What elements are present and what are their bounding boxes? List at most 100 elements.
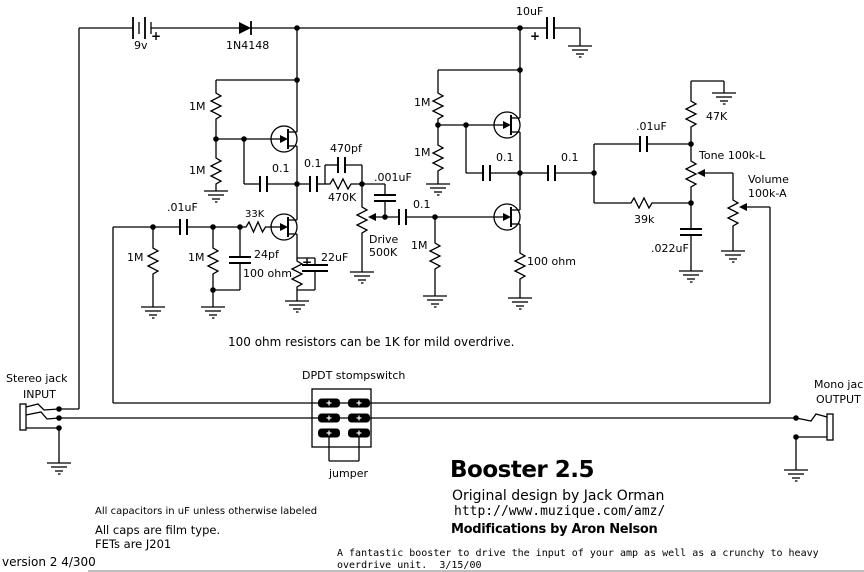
resistor-source2 [514, 249, 526, 283]
r-470k-label: 470K [328, 191, 357, 204]
resistor-bias1-bot [210, 154, 222, 188]
ground-47k [711, 92, 737, 105]
jumper-label: jumper [328, 467, 368, 480]
filter-cap-symbol [546, 17, 555, 39]
c-out1-label: 0.1 [304, 157, 322, 170]
ground-bias1 [203, 190, 229, 203]
diode-label: 1N4148 [226, 39, 269, 52]
switch-lug [317, 427, 341, 439]
jfet-q1 [270, 125, 298, 153]
note-fets: FETs are J201 [95, 537, 171, 551]
tone-pot-body [685, 157, 697, 191]
ground-gate2 [422, 295, 448, 308]
stompswitch-label: DPDT stompswitch [302, 369, 405, 382]
battery-label: 9v [134, 39, 148, 52]
r-bias1-top-label: 1M [189, 100, 206, 113]
tone-pot-wiper [697, 169, 705, 177]
c-tone-in-label: .01uF [636, 120, 667, 133]
ground-filter-cap [567, 45, 593, 58]
jfet-q4 [493, 203, 521, 231]
volume-pot-body [727, 196, 739, 230]
c-boot1-label: 0.1 [272, 162, 290, 175]
resistor-input1 [147, 244, 159, 278]
switch-lug [347, 427, 371, 439]
r-input2-label: 1M [188, 251, 205, 264]
tone-pot-label: Tone 100k-L [698, 149, 766, 162]
ground-drive-pot [349, 271, 375, 284]
drive-pot-value: 500K [369, 246, 398, 259]
credit-design: Original design by Jack Orman [452, 488, 664, 504]
ground-input1 [140, 306, 166, 319]
cap-out2 [547, 164, 556, 182]
resistor-input2 [207, 244, 219, 278]
labels: 9v + 1N4148 10uF + 1M 1M 0.1 0.1 470pf 4… [2, 5, 864, 571]
c-001uf-label: .001uF [374, 171, 412, 184]
switch-lug [347, 397, 371, 409]
junction-dots [56, 25, 799, 440]
credit-mods: Modifications by Aron Nelson [451, 522, 658, 537]
ground-bias2 [425, 183, 451, 196]
ground-source1 [284, 300, 310, 313]
r-gate2-label: 1M [411, 239, 428, 252]
cap-input [179, 218, 188, 236]
components [46, 17, 809, 482]
cap-22uf [302, 264, 328, 272]
resistor-47k [685, 97, 697, 131]
ground-input2 [200, 306, 226, 319]
r-47k-label: 47K [706, 110, 728, 123]
battery-symbol [132, 17, 152, 39]
resistor-33k [244, 220, 268, 234]
cap-tone-in [639, 135, 648, 153]
ground-volume-pot [720, 250, 746, 263]
ground-input-jack [46, 462, 72, 475]
switch-lug [317, 412, 341, 424]
cap-out1 [309, 175, 318, 193]
overdrive-note: 100 ohm resistors can be 1K for mild ove… [228, 335, 514, 349]
output-jack-type: Mono jack [814, 378, 864, 391]
resistor-bias2-bot [432, 141, 444, 175]
stompswitch-body [311, 388, 372, 448]
resistor-39k [627, 197, 657, 209]
note-caps-uf: All capacitors in uF unless otherwise la… [95, 506, 317, 517]
r-bias2-bot-label: 1M [414, 146, 431, 159]
cap-24pf [228, 256, 252, 264]
battery-plus-sign: + [151, 29, 161, 43]
c-boot2-label: 0.1 [496, 151, 514, 164]
r-source1-label: 100 ohm [243, 267, 292, 280]
cap-bootstrap1 [259, 175, 268, 193]
filter-cap-label: 10uF [516, 5, 543, 18]
ground-source2 [507, 297, 533, 310]
cap-in2 [398, 208, 407, 226]
jfet-q3 [493, 111, 521, 139]
r-source2-label: 100 ohm [527, 255, 576, 268]
cap-470pf [337, 156, 346, 174]
c-in2-label: 0.1 [413, 198, 431, 211]
resistor-gate2 [429, 239, 441, 273]
input-label: INPUT [23, 388, 56, 401]
c-470pf-label: 470pf [330, 142, 363, 155]
resistor-470k [326, 178, 356, 190]
cap-022uf [679, 228, 703, 236]
version-label: version 2 4/300 [2, 555, 96, 569]
input-jack-type: Stereo jack [6, 372, 68, 385]
c-input-label: .01uF [167, 201, 198, 214]
ground-022uf [678, 270, 704, 283]
r-33k-label: 33K [245, 209, 265, 220]
note-caps-film: All caps are film type. [95, 523, 220, 537]
volume-pot-name: Volume [748, 173, 789, 186]
drive-pot-name: Drive [369, 233, 399, 246]
description-line1: A fantastic booster to drive the input o… [337, 548, 819, 559]
ground-output-jack [783, 469, 809, 482]
c-022uf-label: .022uF [651, 242, 689, 255]
switch-lug [347, 412, 371, 424]
r-bias1-bot-label: 1M [189, 164, 206, 177]
c-24pf-label: 24pf [254, 248, 280, 261]
c-22uf-plus-sign: + [302, 255, 312, 269]
drive-pot-wiper [368, 213, 376, 221]
cap-001uf [373, 194, 397, 202]
c-22uf-label: 22uF [321, 251, 348, 264]
diode-symbol [239, 21, 252, 35]
wires [19, 27, 864, 572]
switch-lug [317, 397, 341, 409]
